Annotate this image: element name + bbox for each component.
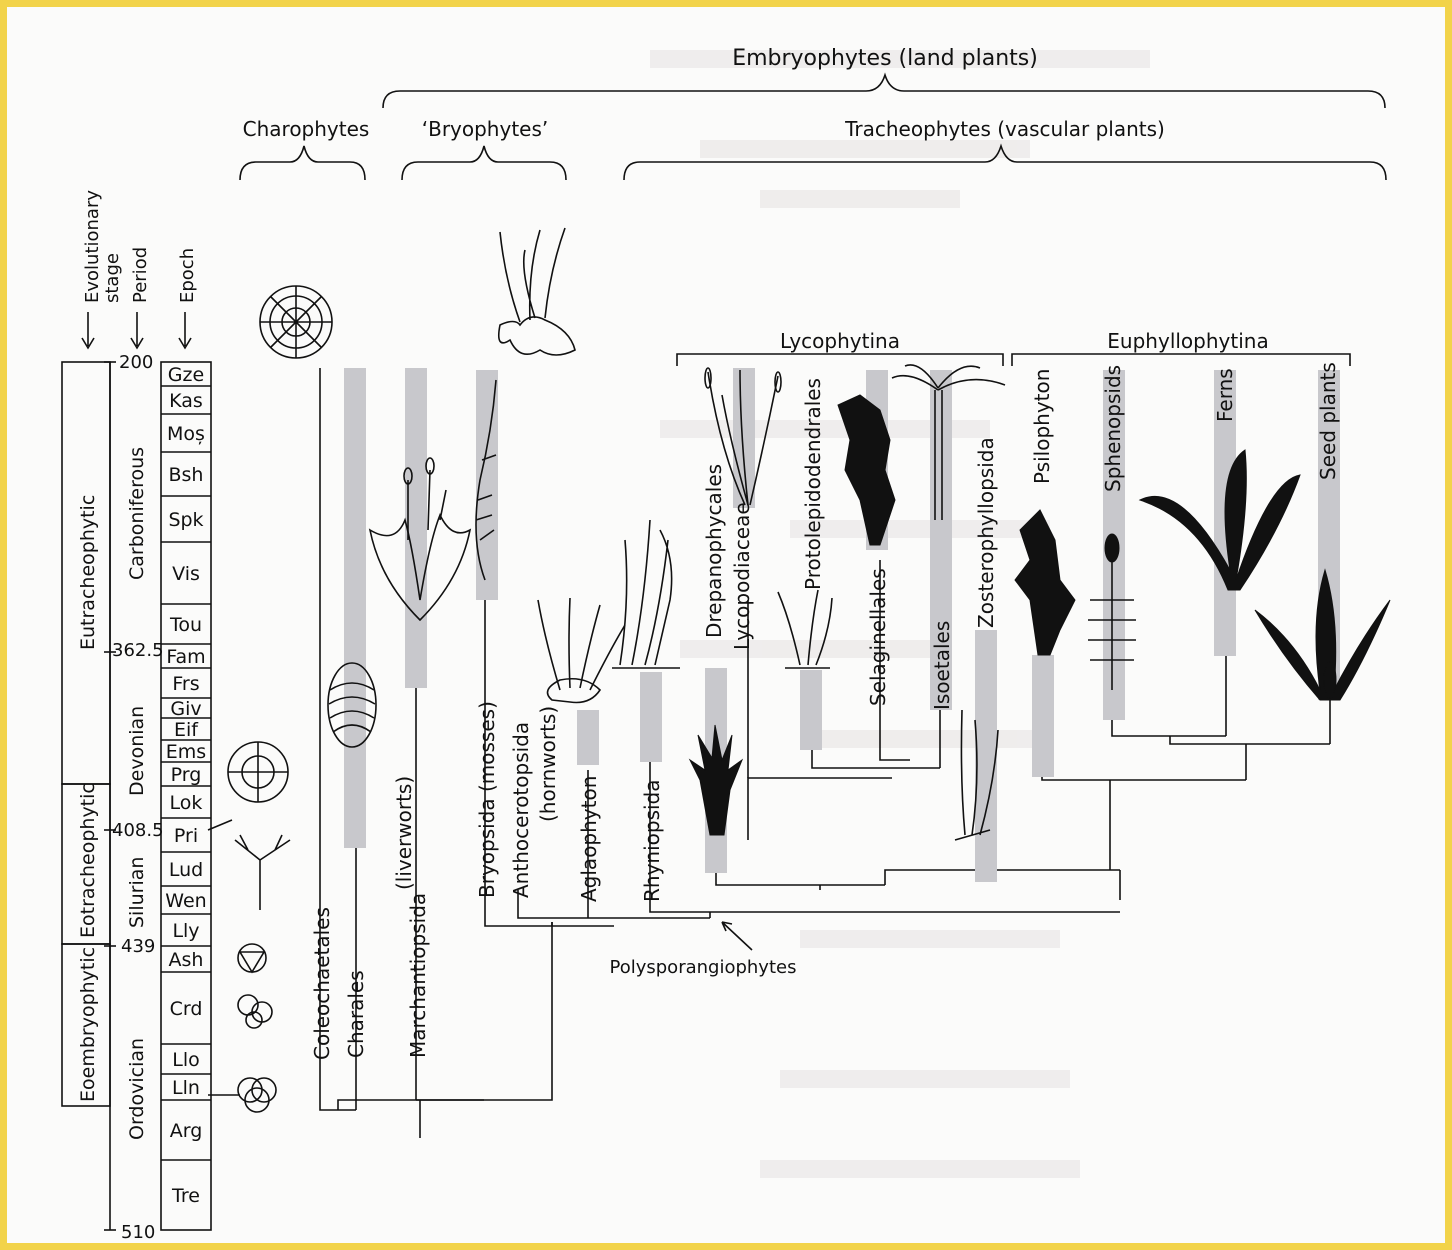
label-polysporangiophytes: Polysporangiophytes — [610, 957, 797, 978]
epoch-arrow — [179, 312, 191, 348]
label-isoetales: Isoetales — [930, 621, 954, 710]
period-carboniferous: Carboniferous — [126, 447, 148, 580]
column-headers: Evolutionary stage Period Epoch — [82, 184, 198, 348]
embryophytes-brace — [383, 75, 1385, 108]
tracheophytes-header: Tracheophytes (vascular plants) — [844, 117, 1165, 141]
age-200: 200 — [119, 352, 153, 373]
epoch-lly: Lly — [172, 920, 199, 942]
euphyllophytina-header: Euphyllophytina — [1107, 329, 1268, 353]
period-column: 200 362.5 408.5 439 510 Carboniferous De… — [104, 352, 164, 1243]
psilophyton-illustration — [1015, 510, 1075, 655]
bryophytes-brace — [402, 146, 566, 180]
label-drepanophycales: Drepanophycales — [702, 464, 726, 638]
label-psilophyton: Psilophyton — [1030, 369, 1054, 484]
label-liverworts: (liverworts) — [392, 776, 416, 890]
coleochaete-illustration — [260, 286, 332, 358]
evolutionary-stage-word2: stage — [102, 253, 123, 303]
epoch-ems: Ems — [166, 741, 206, 763]
hornwort-illustration — [538, 598, 625, 703]
epoch-spk: Spk — [168, 509, 203, 531]
label-rhyniopsida: Rhyniopsida — [640, 780, 664, 903]
charophytes-header: Charophytes — [243, 117, 370, 141]
epoch-frs: Frs — [172, 673, 199, 695]
epoch-ash: Ash — [169, 949, 204, 971]
stage-column: Eutracheophytic Eotracheophytic Eoembryo… — [62, 362, 110, 1106]
age-408-5: 408.5 — [112, 820, 164, 841]
epoch-tre: Tre — [171, 1185, 200, 1207]
bryophytes-header: ‘Bryophytes’ — [422, 117, 549, 141]
epoch-kas: Kas — [169, 390, 203, 412]
label-anthocerotopsida: Anthocerotopsida — [509, 722, 533, 898]
epoch-lok: Lok — [170, 792, 203, 814]
rhynia-illustration — [612, 520, 680, 668]
epoch-arg: Arg — [170, 1120, 203, 1142]
evolutionary-stage-word1: Evolutionary — [82, 190, 103, 303]
label-bryopsida: Bryopsida (mosses) — [475, 701, 499, 898]
stage-eoembryophytic: Eoembryophytic — [77, 947, 99, 1102]
lycophytina-header: Lycophytina — [780, 329, 900, 353]
label-seed-plants: Seed plants — [1316, 362, 1340, 480]
label-selaginellales: Selaginellales — [866, 568, 890, 706]
label-charales: Charales — [344, 970, 368, 1058]
epoch-prg: Prg — [171, 764, 202, 786]
age-510: 510 — [121, 1222, 155, 1243]
epoch-wen: Wen — [165, 890, 206, 912]
epoch-vis: Vis — [172, 563, 200, 585]
microfossil-illustrations — [208, 742, 290, 1112]
stage-eotracheophytic: Eotracheophytic — [77, 783, 99, 938]
sphenopsid-illustration — [1088, 534, 1136, 690]
epoch-column: GzeKasMoșBshSpkVisTouFamFrsGivEifEmsPrgL… — [161, 362, 211, 1230]
epoch-lud: Lud — [169, 859, 203, 881]
epoch-crd: Crd — [170, 998, 203, 1020]
euphyllophytina-bracket — [1012, 354, 1350, 366]
taxon-labels: Coleochaetales Charales Marchantiopsida … — [310, 362, 1340, 1060]
cladogram-lines — [320, 368, 1330, 1138]
label-ferns: Ferns — [1213, 368, 1237, 422]
period-header: Period — [130, 247, 151, 303]
charophytes-brace — [240, 146, 365, 180]
period-devonian: Devonian — [126, 706, 148, 796]
label-aglaophyton: Aglaophyton — [577, 776, 601, 902]
epoch-header: Epoch — [177, 248, 198, 303]
epoch-moș: Moș — [167, 423, 205, 445]
lycophytina-bracket — [677, 354, 1003, 366]
period-arrow — [131, 312, 143, 348]
label-coleochaetales: Coleochaetales — [310, 907, 334, 1060]
stage-arrow — [82, 312, 94, 348]
epoch-llo: Llo — [172, 1049, 200, 1071]
epoch-giv: Giv — [170, 698, 201, 720]
label-marchantiopsida: Marchantiopsida — [406, 893, 430, 1058]
age-439: 439 — [121, 936, 155, 957]
embryophytes-header: Embryophytes (land plants) — [732, 46, 1038, 71]
epoch-gze: Gze — [168, 364, 204, 386]
period-ordovician: Ordovician — [126, 1038, 148, 1140]
epoch-fam: Fam — [166, 646, 205, 668]
label-sphenopsids: Sphenopsids — [1101, 365, 1125, 492]
label-lycopodiaceae: Lycopodiaceae — [730, 502, 754, 650]
epoch-tou: Tou — [169, 614, 202, 636]
seed-plant-illustration — [1255, 570, 1390, 700]
plant-illustrations — [208, 228, 1390, 1112]
epoch-lln: Lln — [172, 1077, 200, 1099]
epoch-bsh: Bsh — [169, 464, 204, 486]
drepanophycus-illustration — [690, 725, 742, 835]
label-protolepidodendrales: Protolepidodendrales — [801, 378, 825, 590]
period-silurian: Silurian — [126, 857, 148, 928]
polysporangiophytes-arrow — [722, 922, 752, 950]
stage-eutracheophytic: Eutracheophytic — [77, 495, 99, 650]
epoch-eif: Eif — [174, 719, 199, 741]
age-362-5: 362.5 — [112, 640, 164, 661]
label-hornworts: (hornworts) — [536, 706, 560, 822]
label-zosterophyllopsida: Zosterophyllopsida — [974, 437, 998, 628]
epoch-pri: Pri — [174, 825, 198, 847]
evolutionary-stage-header: Evolutionary stage — [82, 184, 123, 303]
